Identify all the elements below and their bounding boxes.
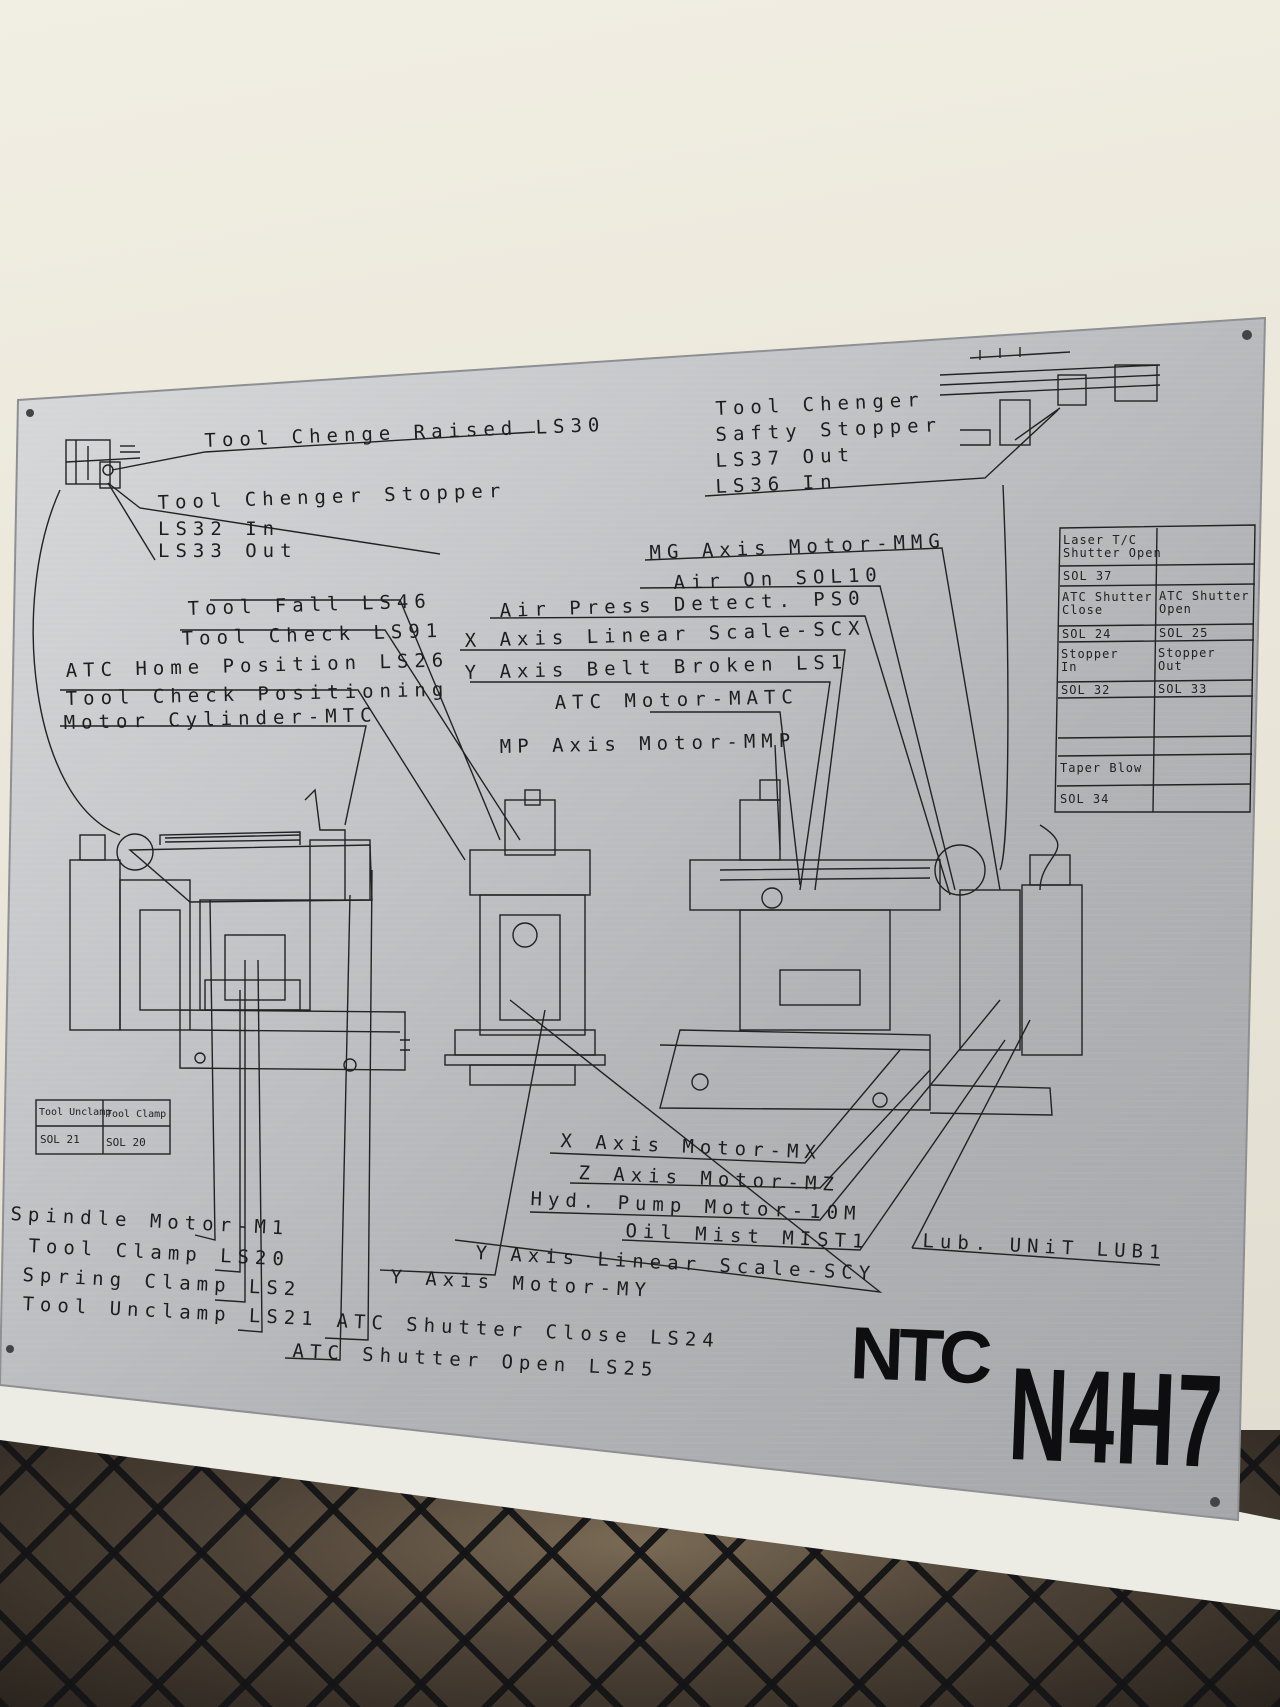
sol-table-r3b-label: Stopper Out [1158,646,1216,673]
screw-bottom-right [1210,1497,1220,1507]
sol-table-r3a-label: Stopper In [1061,647,1119,674]
plate-shadow-frame [0,1380,1280,1610]
clamp-table-header-clamp: Tool Clamp [106,1109,167,1120]
ntc-logo: NTC [848,1310,989,1400]
screw-top-right [1242,330,1252,340]
sol-table-r2b-label: ATC Shutter Open [1159,589,1250,616]
clamp-table-sol21: SOL 21 [40,1133,80,1146]
screw-bottom-left [6,1345,14,1353]
sol-table-r2b-sol: SOL 25 [1159,626,1209,640]
top-left-tool-changer-drawing [65,439,141,489]
sol-table-r5-sol: SOL 34 [1060,792,1110,806]
model-number: N4H7 [1006,1339,1226,1496]
sol-table-r1-label: Laser T/C Shutter Open [1063,533,1162,560]
sol-table-r3b-sol: SOL 33 [1158,682,1208,696]
label-ls32-in: LS32 In [158,518,281,540]
sol-table-r2a-sol: SOL 24 [1062,627,1112,641]
sol-table-grid [1054,524,1256,813]
sol-table-r3a-sol: SOL 32 [1061,683,1111,697]
clamp-table-sol20: SOL 20 [106,1136,146,1149]
screw-top-left [26,409,34,417]
sol-table-r2a-label: ATC Shutter Close [1062,590,1153,617]
clamp-table-header-unclamp: Tool Unclamp [39,1107,112,1118]
sol-table-r1-sol: SOL 37 [1063,569,1113,583]
right-machine-drawing [659,779,1083,1116]
center-machine-drawing [444,789,606,1086]
sol-table-r5-label: Taper Blow [1060,761,1143,775]
label-ls33-out: LS33 Out [158,540,298,562]
top-right-safety-stopper-drawing [939,347,1161,446]
clamp-table-grid [35,1099,171,1155]
